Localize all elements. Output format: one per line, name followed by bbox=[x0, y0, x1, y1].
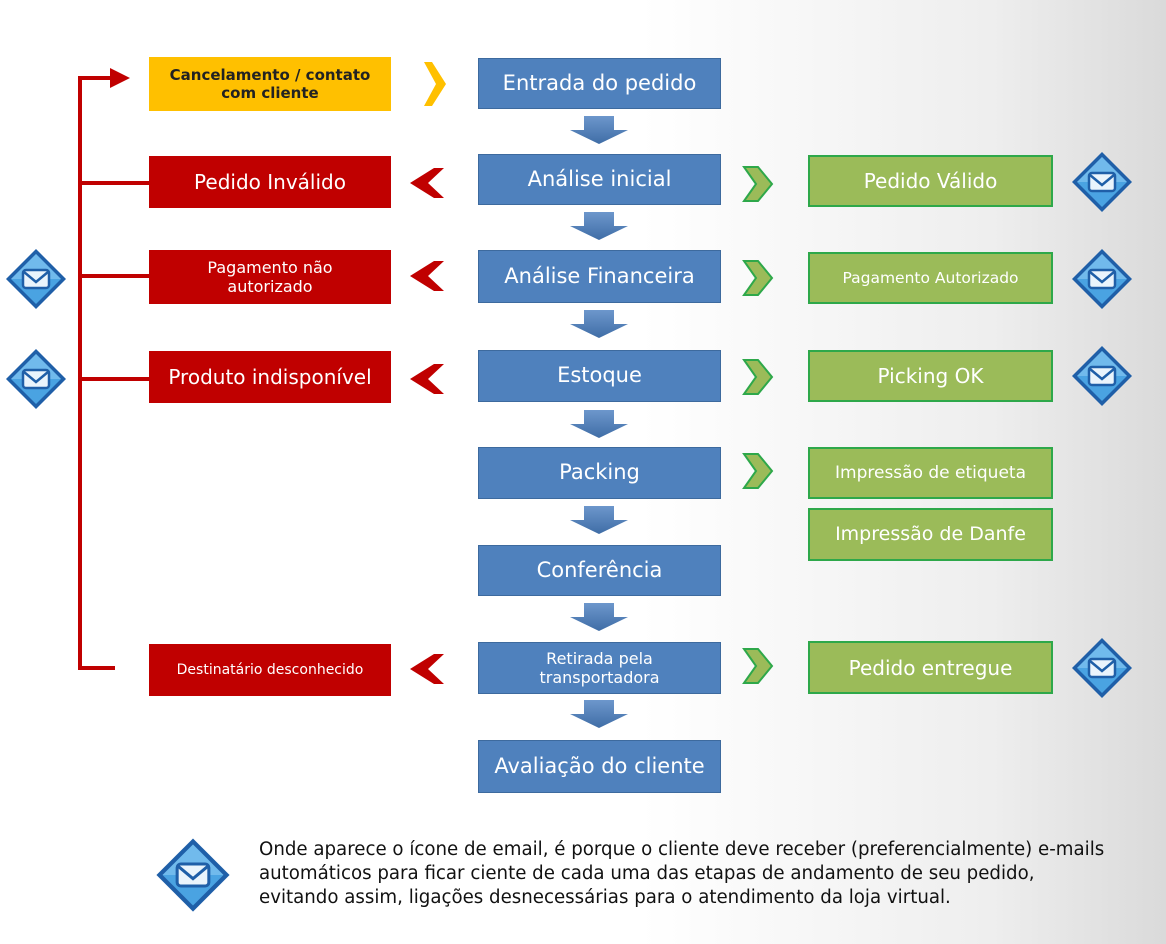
down-arrow bbox=[570, 410, 628, 438]
failure-arrow bbox=[410, 261, 444, 291]
down-arrow bbox=[570, 700, 628, 728]
cancel-contact-box: Cancelamento / contato com cliente bbox=[149, 57, 391, 111]
pickup-line2: transportadora bbox=[539, 668, 660, 687]
pickup-line1: Retirada pela bbox=[546, 648, 653, 668]
product-unavailable-box: Produto indisponível bbox=[149, 351, 391, 403]
failure-arrows bbox=[410, 168, 444, 684]
danfe-print-box: Impressão de Danfe bbox=[808, 508, 1053, 561]
failure-arrow bbox=[410, 364, 444, 394]
down-arrow bbox=[570, 212, 628, 240]
email-icon bbox=[1072, 346, 1132, 406]
invalid-order-box: Pedido Inválido bbox=[149, 156, 391, 208]
payment-denied-line2: autorizado bbox=[227, 277, 313, 296]
step-pickup: Retirada pela transportadora bbox=[478, 642, 721, 694]
feedback-rail bbox=[78, 76, 150, 670]
down-arrow bbox=[570, 116, 628, 144]
step-packing: Packing bbox=[478, 447, 721, 499]
email-icon bbox=[1072, 638, 1132, 698]
down-arrow bbox=[570, 506, 628, 534]
label-print-box: Impressão de etiqueta bbox=[808, 447, 1053, 499]
payment-denied-line1: Pagamento não bbox=[207, 257, 333, 277]
success-arrow bbox=[742, 648, 774, 684]
failure-arrow bbox=[410, 654, 444, 684]
step-financial-analysis: Análise Financeira bbox=[478, 250, 721, 303]
failure-arrow bbox=[410, 168, 444, 198]
rail-arrowhead bbox=[110, 68, 130, 88]
email-icon bbox=[1072, 249, 1132, 309]
success-arrow bbox=[742, 166, 774, 202]
picking-ok-box: Picking OK bbox=[808, 350, 1053, 402]
legend-text: Onde aparece o ícone de email, é porque … bbox=[259, 839, 1105, 908]
email-icon bbox=[6, 349, 66, 409]
down-arrow bbox=[570, 603, 628, 631]
step-check: Conferência bbox=[478, 545, 721, 596]
cancel-label-line2: com cliente bbox=[221, 84, 319, 102]
email-icon bbox=[6, 249, 66, 309]
cancel-label-line1: Cancelamento / contato bbox=[169, 66, 371, 84]
valid-order-box: Pedido Válido bbox=[808, 155, 1053, 207]
down-arrow bbox=[570, 310, 628, 338]
payment-authorized-box: Pagamento Autorizado bbox=[808, 252, 1053, 304]
delivered-box: Pedido entregue bbox=[808, 641, 1053, 694]
step-entry: Entrada do pedido bbox=[478, 58, 721, 109]
step-stock: Estoque bbox=[478, 350, 721, 402]
cancel-arrow bbox=[424, 62, 446, 106]
flow-arrows bbox=[570, 116, 628, 728]
email-icon bbox=[1072, 152, 1132, 212]
success-arrow bbox=[742, 453, 774, 489]
step-initial-analysis: Análise inicial bbox=[478, 154, 721, 205]
success-arrow bbox=[742, 359, 774, 395]
legend-email-icon bbox=[156, 838, 230, 912]
step-evaluation: Avaliação do cliente bbox=[478, 740, 721, 793]
success-arrows bbox=[742, 166, 774, 684]
payment-denied-box: Pagamento não autorizado bbox=[149, 250, 391, 304]
success-arrow bbox=[742, 260, 774, 296]
unknown-recipient-box: Destinatário desconhecido bbox=[149, 644, 391, 696]
